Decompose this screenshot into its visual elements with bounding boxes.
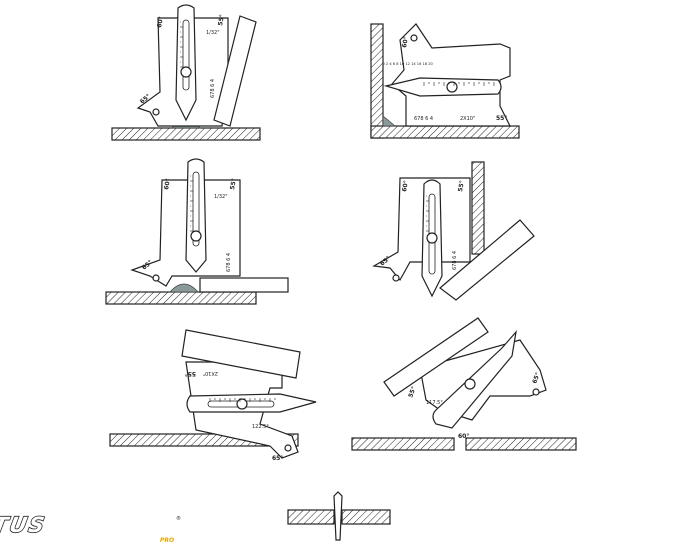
gauge-hole	[152, 274, 160, 282]
label-55: 55°	[407, 386, 417, 399]
side-ruler	[181, 329, 301, 379]
right-plate	[465, 437, 577, 451]
label-scale: 678 6 4	[414, 116, 433, 122]
label-55: 55°	[229, 178, 238, 190]
horizontal-plate	[370, 125, 520, 139]
left-plate	[351, 437, 455, 451]
label-60: 60°	[401, 180, 410, 192]
side-ruler	[199, 277, 289, 293]
slider-knob	[446, 81, 458, 93]
label-65: 65°	[272, 455, 283, 462]
label-60: 60°	[156, 16, 165, 28]
label-scale-a: 2X10"	[203, 370, 218, 376]
brand-logo: SPARTUS ® PRO	[0, 508, 182, 544]
fillet-weld	[382, 115, 397, 127]
gauge-hole	[152, 108, 160, 116]
label-60: 60°	[401, 36, 410, 48]
label-55: 55°	[217, 14, 226, 26]
slider-slot	[182, 19, 190, 91]
gauge-hole	[532, 388, 540, 396]
gauge-hole	[392, 274, 400, 282]
gauge-hole	[410, 34, 418, 42]
panel-6-angle-check: 55° 65° 117.5° 60°	[351, 317, 577, 451]
panel-4-fillet-throat: 60° 55° 678 6 4 65°	[372, 161, 535, 301]
panel-1-butt-weld-height: 60° 55° 1/32" 678 6 4 65°	[111, 4, 261, 141]
label-scale-d: 117.5°	[426, 400, 443, 406]
label-scale-nums: 0 2 4 6 8 10 12 14 16 18 20	[383, 62, 434, 66]
logo-text: SPARTUS	[0, 512, 48, 537]
probe-tip	[333, 491, 343, 541]
label-65: 65°	[531, 372, 541, 385]
base-plate	[111, 127, 261, 141]
slider-knob	[464, 378, 476, 390]
side-ruler	[213, 15, 257, 127]
cross-section-detail	[287, 491, 391, 541]
label-scale: 678 6 4	[210, 79, 216, 98]
panel-3-butt-weld-width: 60° 55° 1/32" 678 6 4 65°	[105, 158, 289, 305]
center-slider	[383, 77, 502, 97]
base-plate	[105, 291, 257, 305]
logo-bg	[14, 508, 182, 536]
label-scale: 678 6 4	[452, 251, 458, 270]
label-55: 55°	[496, 115, 507, 122]
logo-subtext: PRO	[160, 537, 174, 544]
label-scale: 678 6 4	[226, 253, 232, 272]
slider-knob	[426, 232, 438, 244]
logo-registered-mark: ®	[176, 515, 181, 522]
label-fraction: 1/32"	[214, 194, 228, 200]
label-scale-c: 122.5°	[252, 424, 269, 430]
gauge-body	[372, 177, 471, 282]
label-fraction: 1/32"	[206, 30, 220, 36]
label-scale-a: 2X10"	[460, 116, 475, 122]
panel-5-misalignment: 55° 2X10" 122.5° 65°	[109, 329, 317, 462]
left-plate	[287, 509, 335, 525]
right-plate	[341, 509, 391, 525]
vertical-plate	[471, 161, 485, 255]
center-slider	[175, 4, 197, 122]
slider-knob	[236, 398, 248, 410]
center-slider	[185, 158, 207, 273]
label-55: 55°	[185, 370, 196, 377]
gauge-hole	[284, 444, 292, 452]
center-slider	[186, 393, 317, 413]
center-slider	[432, 330, 517, 429]
weld-bead	[169, 283, 199, 293]
label-60: 60°	[163, 178, 172, 190]
slider-knob	[190, 230, 202, 242]
slider-knob	[180, 66, 192, 78]
label-60: 60°	[458, 433, 469, 440]
slider-slot	[192, 171, 200, 247]
label-55: 55°	[457, 180, 466, 192]
side-ruler	[383, 317, 489, 397]
side-ruler	[439, 219, 535, 301]
vertical-plate	[370, 23, 384, 139]
panel-2-fillet-weld: 0 2 4 6 8 10 12 14 16 18 20 55° 60° 678 …	[370, 23, 520, 139]
gauge-body	[391, 23, 511, 127]
